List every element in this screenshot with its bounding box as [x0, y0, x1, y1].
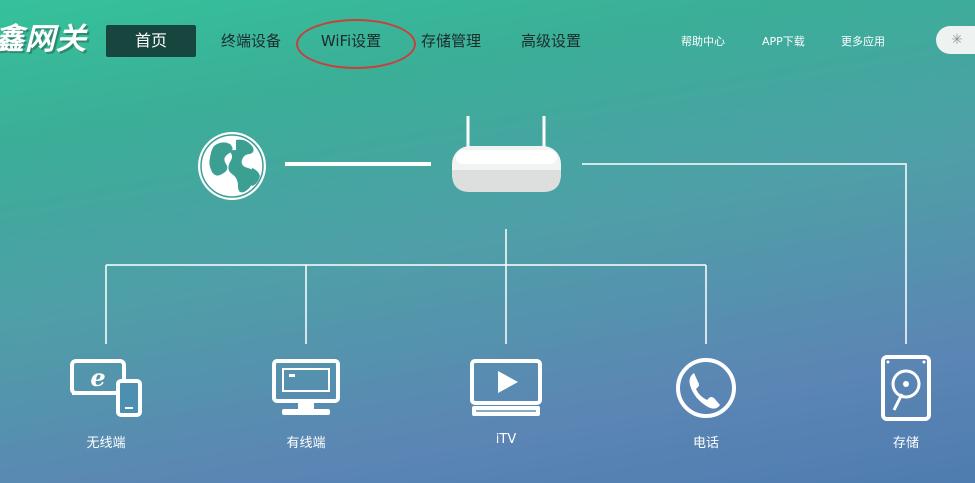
- nav-advanced-settings[interactable]: 高级设置: [520, 32, 581, 50]
- nav-home[interactable]: 首页: [106, 25, 196, 57]
- spinner-icon: ✳: [951, 32, 963, 48]
- phone-icon[interactable]: [676, 358, 736, 418]
- ie-glyph: e: [90, 363, 105, 392]
- device-label-itv: iTV: [495, 432, 517, 447]
- globe-icon[interactable]: [198, 132, 266, 200]
- device-label-wireless: 无线端: [86, 436, 126, 451]
- nav-wifi-settings[interactable]: WiFi设置: [320, 32, 382, 50]
- wireless-devices-icon[interactable]: [70, 359, 142, 417]
- device-label-wired: 有线端: [286, 436, 326, 451]
- status-toggle-button[interactable]: [936, 26, 975, 54]
- more-apps-link[interactable]: 更多应用: [841, 35, 885, 48]
- itv-icon[interactable]: [470, 359, 542, 416]
- wired-monitor-icon[interactable]: [272, 359, 340, 415]
- help-center-link[interactable]: 帮助中心: [681, 35, 725, 48]
- device-label-phone: 电话: [692, 436, 719, 451]
- brand-logo: 鑫网关: [0, 22, 87, 57]
- storage-disk-icon[interactable]: [881, 355, 931, 421]
- device-label-storage: 存储: [892, 436, 919, 451]
- nav-terminal-devices[interactable]: 终端设备: [220, 32, 281, 50]
- app-download-link[interactable]: APP下载: [762, 35, 805, 48]
- connection-lines: [105, 162, 907, 344]
- nav-storage-management[interactable]: 存储管理: [420, 32, 481, 50]
- router-icon[interactable]: [452, 116, 561, 192]
- storage-link-line: [582, 163, 907, 344]
